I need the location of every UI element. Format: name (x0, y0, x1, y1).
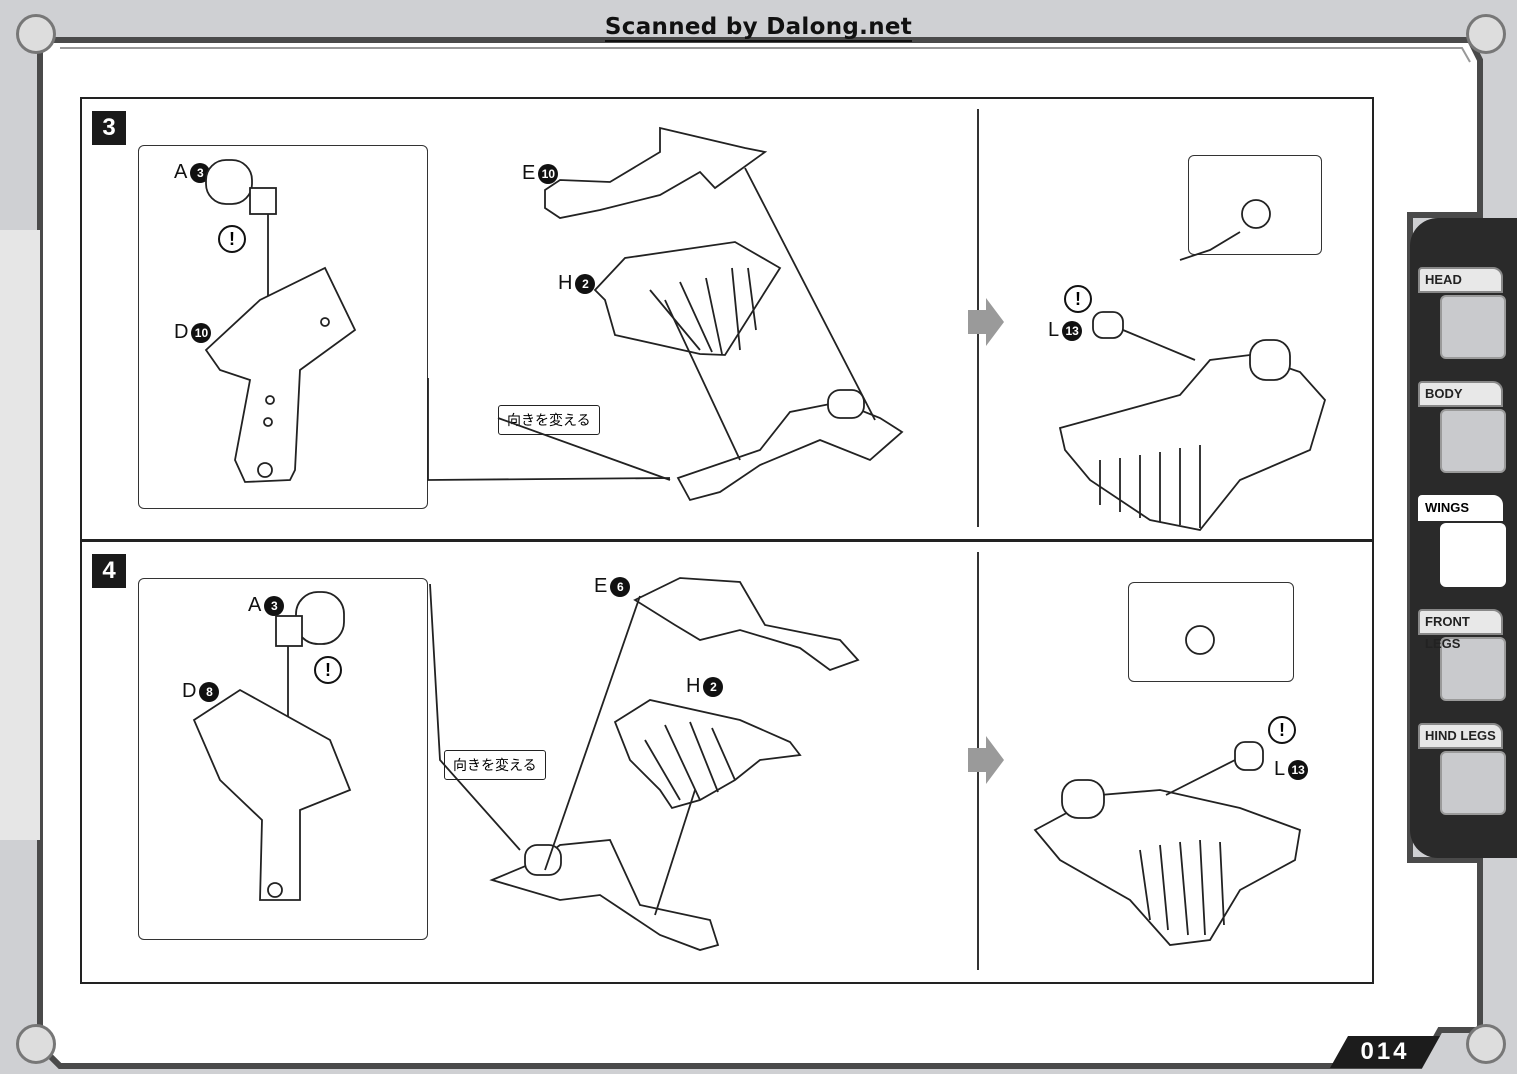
tab-label: BODY (1418, 381, 1503, 407)
tab-head[interactable]: HEAD (1418, 267, 1510, 359)
hind-legs-thumbnail-icon (1440, 751, 1506, 815)
caution-icon: ! (314, 656, 342, 684)
head-thumbnail-icon (1440, 295, 1506, 359)
turn-over-note: 向きを変える (498, 405, 600, 435)
tab-body[interactable]: BODY (1418, 381, 1510, 473)
turn-over-note: 向きを変える (444, 750, 546, 780)
tab-front-legs[interactable]: FRONT LEGS (1418, 609, 1510, 701)
tab-label: HEAD (1418, 267, 1503, 293)
corner-bolt-icon (1466, 14, 1506, 54)
front-legs-thumbnail-icon (1440, 637, 1506, 701)
caution-icon: ! (1064, 285, 1092, 313)
step-number: 3 (92, 111, 126, 145)
watermark: Scanned by Dalong.net (604, 14, 913, 42)
tab-label: HIND LEGS (1418, 723, 1503, 749)
corner-bolt-icon (16, 1024, 56, 1064)
tab-hind-legs[interactable]: HIND LEGS (1418, 723, 1510, 815)
tab-label: WINGS (1418, 495, 1503, 521)
corner-bolt-icon (1466, 1024, 1506, 1064)
body-thumbnail-icon (1440, 409, 1506, 473)
tab-label: FRONT LEGS (1418, 609, 1503, 651)
page-number: 014 (1330, 1036, 1440, 1068)
caution-icon: ! (218, 225, 246, 253)
caution-icon: ! (1268, 716, 1296, 744)
tab-wings[interactable]: WINGS (1418, 495, 1510, 587)
wings-thumbnail-icon (1440, 523, 1506, 587)
corner-bolt-icon (16, 14, 56, 54)
step-number: 4 (92, 554, 126, 588)
